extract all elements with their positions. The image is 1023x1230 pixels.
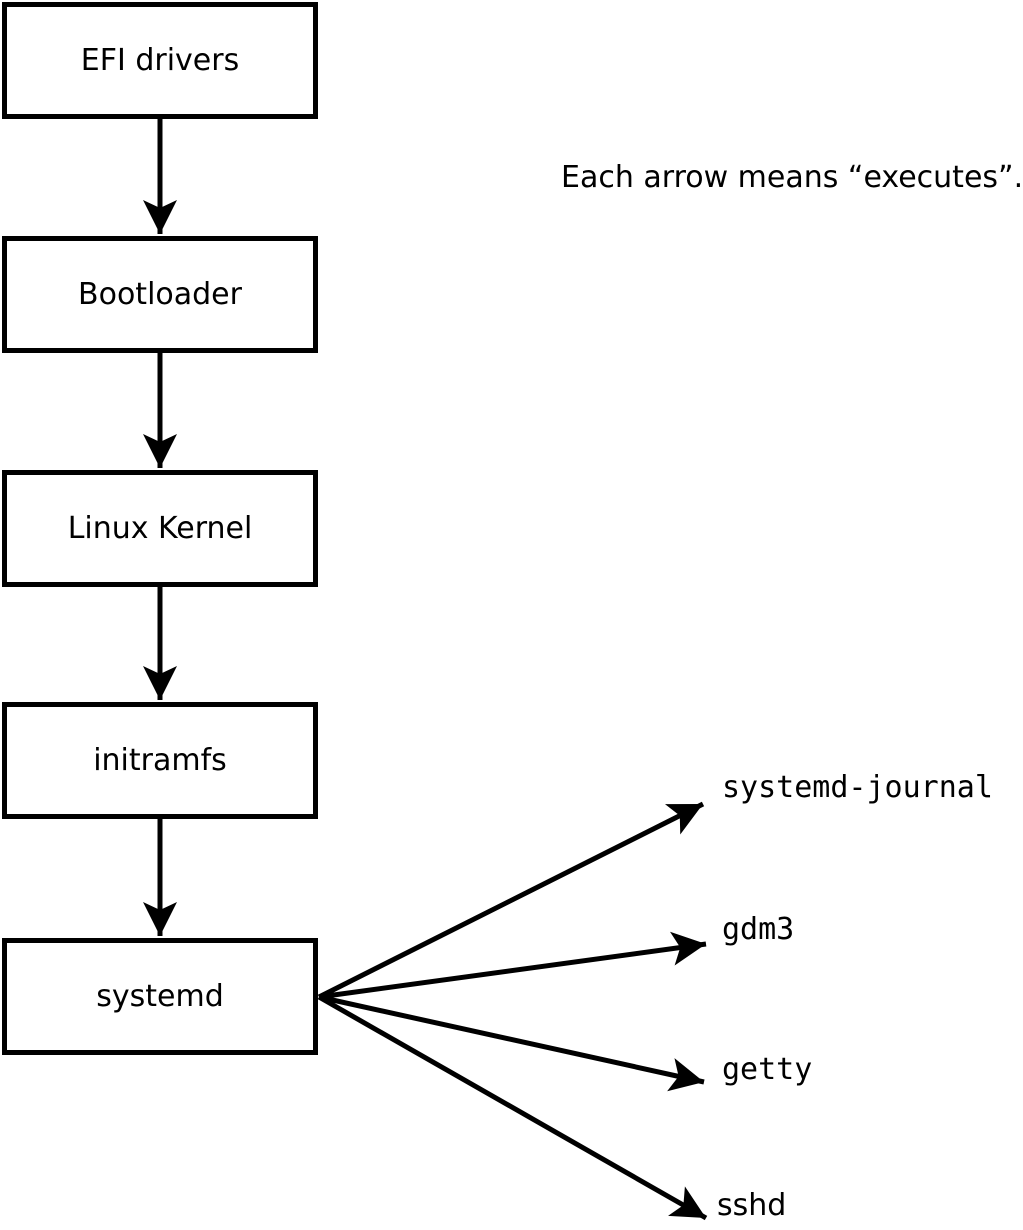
arrow-systemd-to-sshd xyxy=(317,994,708,1221)
node-initramfs-label: initramfs xyxy=(93,742,227,778)
node-systemd-label: systemd xyxy=(96,978,224,1014)
label-gdm3: gdm3 xyxy=(722,912,795,947)
node-bootloader-label: Bootloader xyxy=(78,276,242,312)
label-sshd: sshd xyxy=(717,1188,787,1223)
node-systemd: systemd xyxy=(2,938,318,1055)
arrow-systemd-to-journal xyxy=(317,801,705,1000)
node-linux-kernel: Linux Kernel xyxy=(2,470,318,587)
arrow-systemd-to-gdm3 xyxy=(318,931,707,1000)
label-systemd-journal: systemd-journal xyxy=(722,770,993,805)
label-getty: getty xyxy=(722,1052,813,1087)
node-initramfs: initramfs xyxy=(2,702,318,819)
node-efi-drivers: EFI drivers xyxy=(2,2,318,119)
arrow-systemd-to-getty xyxy=(318,994,705,1092)
node-linux-kernel-label: Linux Kernel xyxy=(67,510,253,546)
node-bootloader: Bootloader xyxy=(2,236,318,353)
node-efi-drivers-label: EFI drivers xyxy=(80,42,240,78)
diagram-caption: Each arrow means “executes”. xyxy=(561,160,1023,195)
